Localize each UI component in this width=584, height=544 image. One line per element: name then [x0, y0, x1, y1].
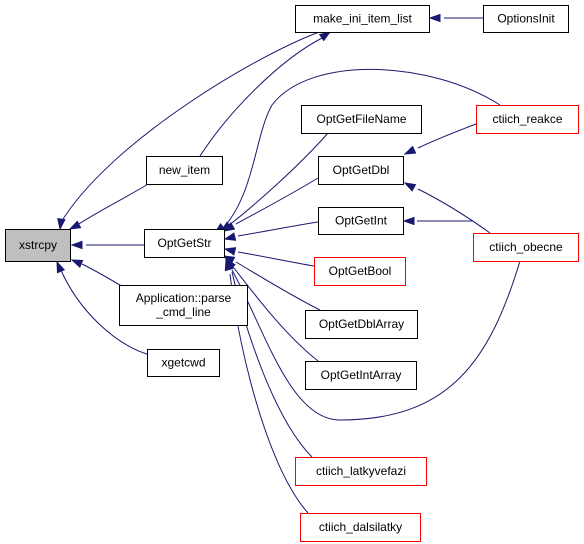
- node-optgetbool[interactable]: OptGetBool: [314, 257, 406, 286]
- node-label: xstrcpy: [19, 238, 57, 252]
- node-ctiich-dalsilatky[interactable]: ctiich_dalsilatky: [300, 513, 421, 542]
- node-label: OptGetIntArray: [321, 368, 402, 382]
- node-ctiich-obecne[interactable]: ctiich_obecne: [473, 233, 579, 262]
- node-ctiich-latkyvefazi[interactable]: ctiich_latkyvefazi: [295, 457, 427, 486]
- node-label: ctiich_obecne: [489, 240, 563, 254]
- edge-line: [233, 267, 319, 362]
- edge-line: [237, 251, 315, 267]
- node-box[interactable]: [147, 349, 220, 377]
- node-label: ctiich_dalsilatky: [319, 520, 402, 534]
- edge-OptionsInit-to-make_ini_item_list: [428, 13, 483, 23]
- node-label: OptGetFileName: [316, 112, 406, 126]
- edge-line: [199, 37, 323, 157]
- node-optgetintarray[interactable]: OptGetIntArray: [305, 361, 417, 390]
- edge-make_ini_item_list-to-xstrcpy: [57, 29, 326, 231]
- arrowhead: [223, 247, 237, 256]
- edge-line: [59, 29, 326, 225]
- arrowhead: [70, 240, 83, 250]
- node-label: xgetcwd: [161, 356, 205, 370]
- node-label: OptGetStr: [157, 236, 211, 250]
- edge-layer: [56, 13, 521, 514]
- node-label: make_ini_item_list: [313, 12, 412, 26]
- node-label: _cmd_line: [155, 305, 211, 319]
- edge-new_item-to-xstrcpy: [68, 182, 151, 230]
- node-label: OptGetDbl: [333, 163, 390, 177]
- node-optgetdblarray[interactable]: OptGetDblArray: [305, 310, 418, 339]
- node-label: Application::parse: [136, 291, 232, 305]
- node-make-ini-item-list[interactable]: make_ini_item_list: [295, 5, 430, 33]
- node-label: OptGetBool: [329, 264, 392, 278]
- node-app-parse[interactable]: Application::parse_cmd_line: [119, 285, 248, 326]
- node-box[interactable]: [300, 513, 421, 542]
- edge-OptGetDbl-to-OptGetStr: [222, 177, 319, 232]
- node-box[interactable]: [295, 5, 430, 33]
- edge-line: [237, 221, 319, 237]
- node-box[interactable]: [301, 105, 422, 134]
- edge-line: [417, 188, 491, 234]
- node-ctiich-reakce[interactable]: ctiich_reakce: [476, 105, 579, 134]
- node-label: OptGetDblArray: [319, 317, 404, 331]
- arrowhead: [428, 13, 441, 23]
- edge-xgetcwd-to-xstrcpy: [56, 260, 151, 356]
- edge-OptGetBool-to-OptGetStr: [223, 247, 315, 267]
- arrowhead: [68, 220, 82, 230]
- node-optgetstr[interactable]: OptGetStr: [144, 229, 225, 258]
- node-xstrcpy[interactable]: xstrcpy: [5, 229, 71, 262]
- arrowhead: [318, 31, 332, 42]
- edge-OptGetInt-to-OptGetStr: [223, 221, 319, 241]
- arrowhead: [223, 232, 237, 241]
- node-box[interactable]: [305, 310, 418, 339]
- node-optgetint[interactable]: OptGetInt: [318, 207, 404, 235]
- edge-line: [231, 260, 521, 421]
- node-box[interactable]: [146, 156, 223, 185]
- edge-ctiich_reakce-to-OptGetDbl: [403, 123, 477, 155]
- node-new-item[interactable]: new_item: [146, 156, 223, 185]
- arrowhead: [225, 257, 235, 271]
- node-label: new_item: [159, 163, 210, 177]
- node-box[interactable]: [318, 207, 404, 235]
- node-label: OptGetInt: [335, 214, 388, 228]
- node-box[interactable]: [476, 105, 579, 134]
- arrowhead: [403, 182, 417, 192]
- edge-line: [235, 261, 321, 311]
- edge-ctiich_obecne-to-OptGetDbl: [403, 182, 491, 234]
- edge-line: [227, 132, 329, 227]
- node-box[interactable]: [119, 285, 248, 326]
- node-box[interactable]: [5, 229, 71, 262]
- node-box[interactable]: [473, 233, 579, 262]
- edge-line: [59, 267, 151, 356]
- node-box[interactable]: [483, 5, 569, 33]
- node-optionsinit[interactable]: OptionsInit: [483, 5, 569, 33]
- node-box[interactable]: [305, 361, 417, 390]
- node-label: ctiich_latkyvefazi: [316, 464, 406, 478]
- node-optgetfilename[interactable]: OptGetFileName: [301, 105, 422, 134]
- node-box[interactable]: [314, 257, 406, 286]
- edge-line: [235, 177, 319, 225]
- node-box[interactable]: [295, 457, 427, 486]
- arrowhead: [57, 218, 66, 231]
- node-box[interactable]: [318, 156, 404, 185]
- arrowhead: [222, 222, 236, 232]
- node-xgetcwd[interactable]: xgetcwd: [147, 349, 220, 377]
- node-optgetdbl[interactable]: OptGetDbl: [318, 156, 404, 185]
- edge-line: [417, 123, 477, 149]
- arrowhead: [402, 216, 415, 226]
- node-box[interactable]: [144, 229, 225, 258]
- edge-line: [73, 182, 151, 228]
- arrowhead: [403, 145, 417, 155]
- edge-new_item-to-make_ini_item_list: [199, 31, 332, 157]
- node-label: OptionsInit: [497, 12, 555, 26]
- edge-OptGetStr-to-xstrcpy: [70, 240, 144, 250]
- edge-ctiich_obecne-to-OptGetStr: [225, 257, 521, 421]
- arrowhead: [70, 259, 84, 269]
- edge-line: [224, 68, 501, 227]
- edge-ctiich_obecne-to-OptGetInt: [402, 216, 473, 226]
- node-label: ctiich_reakce: [492, 112, 562, 126]
- arrowhead: [56, 260, 66, 274]
- node-layer: xstrcpy make_ini_item_list OptionsInit new_…: [5, 5, 579, 542]
